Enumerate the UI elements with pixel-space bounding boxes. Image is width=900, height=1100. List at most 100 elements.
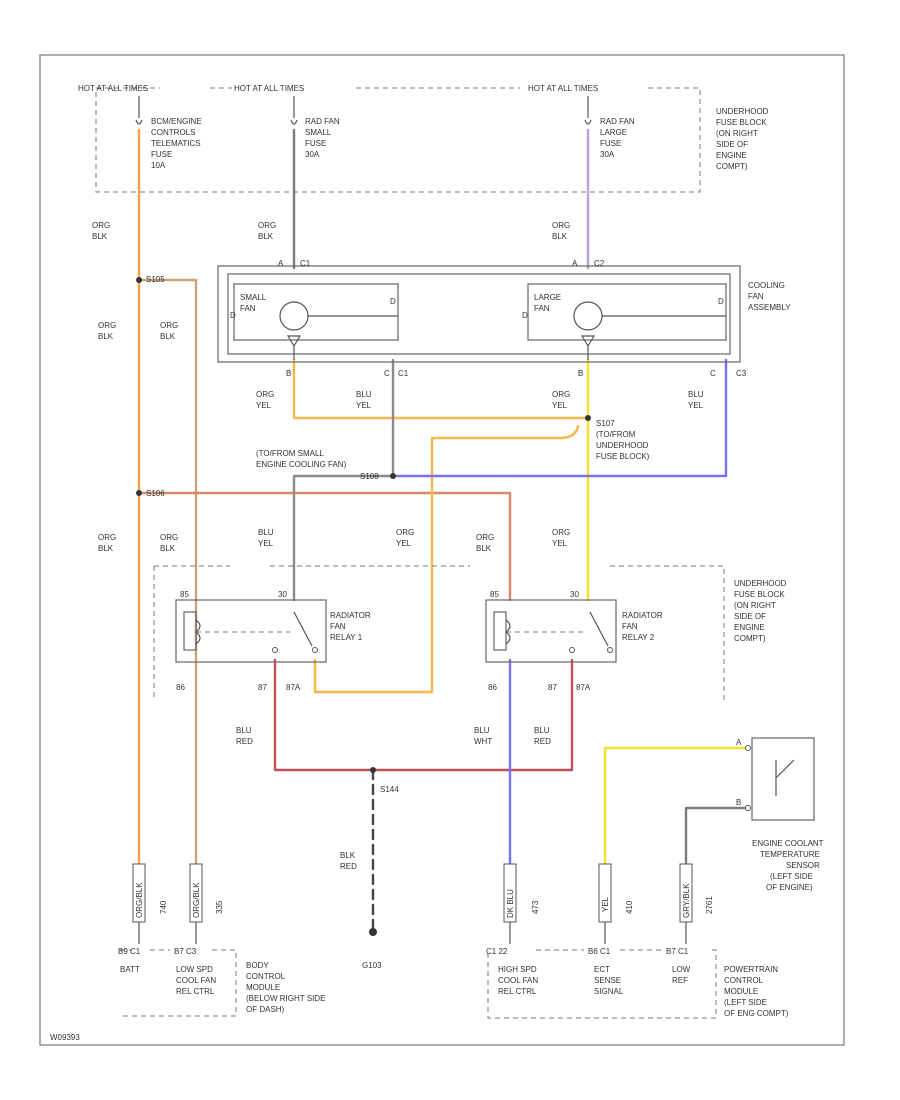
relay1-pin-85: 85 bbox=[180, 590, 189, 599]
small-fan-pin-d2: D bbox=[390, 297, 396, 306]
lbl-orgyel-3b: YEL bbox=[396, 539, 412, 548]
hot-label-1: HOT AT ALL TIMES bbox=[78, 84, 148, 93]
hot-label-3: HOT AT ALL TIMES bbox=[528, 84, 598, 93]
splice-s105-dot bbox=[136, 277, 142, 283]
fuse-rad-fan-large: RAD FAN LARGE FUSE 30A bbox=[584, 96, 635, 159]
lbl-orgyel-1a: ORG bbox=[256, 390, 274, 399]
splice-s108-dot bbox=[390, 473, 396, 479]
ect-pin-b: B bbox=[736, 798, 741, 807]
conn4-wire: YEL bbox=[601, 896, 610, 912]
relay2-pin-85: 85 bbox=[490, 590, 499, 599]
pcm-ect-3: SIGNAL bbox=[594, 987, 624, 996]
pcm-lowref-2: REF bbox=[672, 976, 688, 985]
relay1-l3: RELAY 1 bbox=[330, 633, 363, 642]
bcm-pin-low: B7 C3 bbox=[174, 947, 197, 956]
fuse-block-title-1: UNDERHOOD bbox=[716, 107, 769, 116]
s106-label: S106 bbox=[146, 489, 165, 498]
relay2-l1: RADIATOR bbox=[622, 611, 663, 620]
fuse-block-title-2: FUSE BLOCK bbox=[716, 118, 767, 127]
connector-ect-signal: YEL 410 bbox=[598, 863, 634, 944]
lbl-orgblk-1a: ORG bbox=[92, 221, 110, 230]
large-fan-pin-b: B bbox=[578, 369, 583, 378]
pcm-lowref-1: LOW bbox=[672, 965, 691, 974]
lbl-orgblk-8a: ORG bbox=[476, 533, 494, 542]
lbl-orgblk-2b: BLK bbox=[258, 232, 274, 241]
fuse-block-title-6: COMPT) bbox=[716, 162, 748, 171]
lbl-blured-2a: BLU bbox=[534, 726, 550, 735]
conn5-wire: GRY/BLK bbox=[682, 883, 691, 918]
small-fan-pin-b: B bbox=[286, 369, 291, 378]
conn3-wire: DK BLU bbox=[506, 889, 515, 918]
lbl-bluyel-1b: YEL bbox=[356, 401, 372, 410]
lbl-bluwht-1b: WHT bbox=[474, 737, 492, 746]
fuse-block-title-5: ENGINE bbox=[716, 151, 747, 160]
bcm-title-3: MODULE bbox=[246, 983, 280, 992]
module-connectors: ORG/BLK 740 ORG/BLK 335 DK BLU 473 YEL 4… bbox=[132, 863, 714, 944]
ground-g103-dot bbox=[369, 928, 377, 936]
lbl-orgyel-2b: YEL bbox=[552, 401, 568, 410]
wire-s106-relay2 bbox=[137, 491, 512, 602]
pcm-title-4: (LEFT SIDE bbox=[724, 998, 767, 1007]
connector-low-spd: ORG/BLK 335 bbox=[189, 863, 224, 944]
fuse1-l2: CONTROLS bbox=[151, 128, 195, 137]
lbl-bluyel-3a: BLU bbox=[258, 528, 274, 537]
fuse1-l3: TELEMATICS bbox=[151, 139, 201, 148]
lbl-orgyel-1b: YEL bbox=[256, 401, 272, 410]
s107-note-2: UNDERHOOD bbox=[596, 441, 649, 450]
fuse1-l4: FUSE bbox=[151, 150, 172, 159]
pcm-pin-ect: B6 C1 bbox=[588, 947, 611, 956]
s105-label: S105 bbox=[146, 275, 165, 284]
relay2-pin-87: 87 bbox=[548, 683, 557, 692]
lbl-orgblk-3b: BLK bbox=[552, 232, 568, 241]
bcm-title-2: CONTROL bbox=[246, 972, 286, 981]
bcm-title-4: (BELOW RIGHT SIDE bbox=[246, 994, 325, 1003]
relay1-pin-30: 30 bbox=[278, 590, 287, 599]
pcm-title-2: CONTROL bbox=[724, 976, 764, 985]
large-fan-l1: LARGE bbox=[534, 293, 561, 302]
lbl-orgyel-4b: YEL bbox=[552, 539, 568, 548]
relay2-l3: RELAY 2 bbox=[622, 633, 655, 642]
radiator-fan-relay-2: 85 30 86 87 87A RADIATOR FAN RELAY 2 bbox=[485, 590, 663, 692]
pcm-title-1: POWERTRAIN bbox=[724, 965, 778, 974]
small-fan-c1: C1 bbox=[300, 259, 311, 268]
lbl-orgblk-6a: ORG bbox=[98, 533, 116, 542]
engine-coolant-temperature-sensor: A B ENGINE COOLANT TEMPERATURE SENSOR (L… bbox=[736, 737, 824, 892]
wire-color-labels: ORG BLK ORG BLK ORG BLK ORG BLK ORG BLK … bbox=[92, 221, 704, 871]
pcm-ect-2: SENSE bbox=[594, 976, 621, 985]
relay-fuse-block-title-4: SIDE OF bbox=[734, 612, 766, 621]
s107-label: S107 bbox=[596, 419, 615, 428]
fuse2-l3: FUSE bbox=[305, 139, 326, 148]
large-fan-pin-a: A bbox=[572, 259, 578, 268]
relay-fuse-block-title-3: (ON RIGHT bbox=[734, 601, 776, 610]
ect-pin-a: A bbox=[736, 738, 742, 747]
conn2-wire: ORG/BLK bbox=[192, 882, 201, 918]
diagram-frame bbox=[39, 54, 845, 1046]
wire-gry-blk-low-ref bbox=[684, 806, 747, 882]
wires bbox=[137, 128, 747, 930]
s107-note-1: (TO/FROM bbox=[596, 430, 636, 439]
fuse-block-title-3: (ON RIGHT bbox=[716, 129, 758, 138]
lbl-blured-2b: RED bbox=[534, 737, 551, 746]
connector-batt: ORG/BLK 740 bbox=[132, 863, 168, 944]
large-fan: LARGE FAN A C2 D B C C3 D bbox=[522, 259, 747, 378]
pcm-pin-high: C1 22 bbox=[486, 947, 508, 956]
fuse2-l1: RAD FAN bbox=[305, 117, 340, 126]
bcm-title-5: OF DASH) bbox=[246, 1005, 285, 1014]
wire-org-yel-relay1 bbox=[313, 424, 580, 694]
bcm-low-3: REL CTRL bbox=[176, 987, 215, 996]
lbl-orgblk-7b: BLK bbox=[160, 544, 176, 553]
s108-label: S108 bbox=[360, 472, 379, 481]
lbl-blured-1a: BLU bbox=[236, 726, 252, 735]
cooling-fan-title-2: FAN bbox=[748, 292, 764, 301]
lbl-orgblk-3a: ORG bbox=[552, 221, 570, 230]
fuse3-l3: FUSE bbox=[600, 139, 621, 148]
lbl-blkred-1a: BLK bbox=[340, 851, 356, 860]
small-fan-pin-d: D bbox=[230, 311, 236, 320]
relay-fuse-block-title-6: COMPT) bbox=[734, 634, 766, 643]
small-fan-pin-c: C bbox=[384, 369, 390, 378]
wire-yel-ect bbox=[603, 746, 747, 882]
large-fan-l2: FAN bbox=[534, 304, 550, 313]
radiator-fan-relay-1: 85 30 86 87 87A RADIATOR FAN RELAY 1 bbox=[175, 590, 371, 692]
bcm-low-2: COOL FAN bbox=[176, 976, 216, 985]
